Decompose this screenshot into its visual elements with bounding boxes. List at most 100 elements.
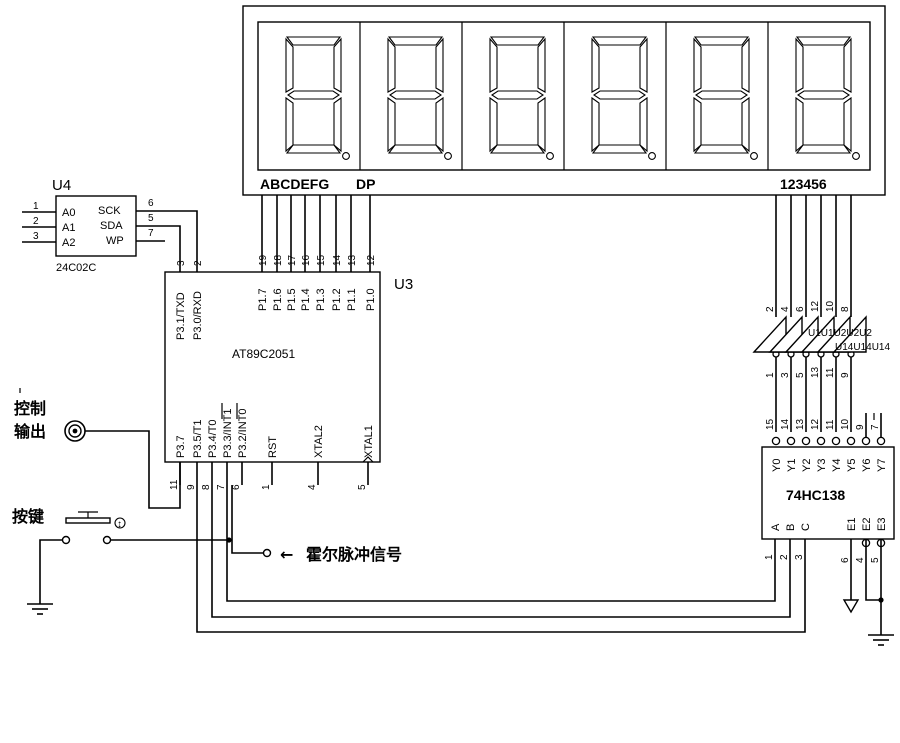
push-button: 按键 ↕ (12, 507, 232, 615)
hall-signal: ← 霍尔脉冲信号 (231, 485, 402, 564)
u3-top-pin-label: P3.0/RXD (192, 291, 204, 340)
decimal-point (852, 152, 860, 160)
inverter-input-pin: 8 (840, 306, 851, 312)
u3-top-pin-number: 17 (287, 254, 298, 266)
u3-top-pin-number: 15 (316, 254, 327, 266)
u3-bottom-pin-label: XTAL2 (313, 425, 325, 458)
u3-bottom-pin-label: P3.5/T1 (192, 419, 204, 458)
u4-pin3-num: 3 (33, 231, 39, 242)
segment-e (387, 96, 396, 153)
u3-ref: U3 (394, 276, 413, 293)
decoder-output-bubble (876, 436, 886, 446)
decoder-output-pin-number: 11 (825, 419, 836, 430)
decimal-point (750, 152, 758, 160)
decoder-output-pin-number: 9 (855, 424, 866, 430)
decimal-point (444, 152, 452, 160)
decoder-enable-pin-number: 4 (855, 557, 866, 563)
u3-bottom-pin-number: 9 (186, 484, 197, 490)
decoder-enable-pin-label: E2 (861, 518, 873, 531)
decoder-output-pin-label: Y3 (816, 459, 828, 472)
segment-d (489, 144, 546, 154)
decoder-output-bubble (771, 436, 781, 446)
segment-g (695, 90, 748, 100)
u3-top-pin-label: P1.2 (331, 288, 343, 311)
u3-bottom-pin-number: 6 (231, 484, 242, 490)
segment-b (333, 37, 342, 93)
segment-a (591, 36, 648, 46)
decoder-output-pin-label: Y0 (771, 459, 783, 472)
segment-e (489, 96, 498, 153)
decoder-enable-pin-label: E3 (876, 518, 888, 531)
decimal-point (546, 152, 554, 160)
segment-bus-wires (261, 195, 371, 272)
u3-bottom-pin-number: 1 (261, 484, 272, 490)
segment-d (387, 144, 444, 154)
segment-f (285, 37, 294, 93)
segment-a (795, 36, 852, 46)
u3-bottom-pin-label: P3.4/T0 (207, 419, 219, 458)
decoder-enable-pin-number: 5 (870, 557, 881, 563)
segment-pin-labels: ABCDEFG (260, 176, 329, 192)
segment-b (537, 37, 546, 93)
decoder-output-pin-number: 13 (795, 418, 806, 430)
u4-part: 24C02C (56, 262, 96, 274)
inverter-overlap-labels: U1U1U2U2U2 (808, 328, 872, 339)
decoder-output-pin-number: 14 (780, 418, 791, 430)
decoder-output-pin-label: Y7 (876, 459, 888, 472)
segment-g (593, 90, 646, 100)
svg-text:↕: ↕ (117, 519, 122, 530)
inverter-input-pin: 4 (780, 306, 791, 312)
u3-top-pin-number: 16 (301, 254, 312, 266)
u3-top-pin-label: P1.6 (272, 288, 284, 311)
inverter-overlap-labels-2: U14U14U14 (835, 342, 890, 353)
segment-e (591, 96, 600, 153)
control-output-label-line2: 输出 (14, 422, 46, 441)
segment-g (797, 90, 850, 100)
control-output: 控制 输出 (14, 388, 181, 509)
segment-f (387, 37, 396, 93)
segment-d (591, 144, 648, 154)
u3-bottom-pin-number: 8 (201, 484, 212, 490)
digit-6 (795, 36, 860, 160)
segment-b (639, 37, 648, 93)
u3-top-pin-number: 12 (366, 254, 377, 266)
u3-top-pin-number: 3 (176, 260, 187, 266)
decimal-point (648, 152, 656, 160)
inverter-output-pin: 5 (795, 372, 806, 378)
u4-pin7-num: 7 (148, 228, 154, 239)
segment-e (795, 96, 804, 153)
inverter-output-pin: 9 (840, 372, 851, 378)
u3-top-pin-label: P1.7 (257, 288, 269, 311)
decoder-output-pin-label: Y2 (801, 459, 813, 472)
segment-d (285, 144, 342, 154)
decoder-output-pin-number: 12 (810, 418, 821, 430)
u3-part: AT89C2051 (232, 347, 295, 361)
decoder-output-bubble (816, 436, 826, 446)
u4-sck-label: SCK (98, 205, 121, 217)
segment-e (693, 96, 702, 153)
u4-a2-label: A2 (62, 237, 75, 249)
decoder-output-pin-label: Y1 (786, 459, 798, 472)
segment-g (389, 90, 442, 100)
decoder-output-pin-number: 15 (765, 418, 776, 430)
decoder-input-pin-label: A (770, 523, 782, 531)
u3-bottom-pin-number: 5 (357, 484, 368, 490)
u4-wp-label: WP (106, 235, 124, 247)
u4-a1-label: A1 (62, 222, 75, 234)
segment-d (693, 144, 750, 154)
u4-pin5-num: 5 (148, 213, 154, 224)
decoder-input-pin-number: 3 (794, 554, 805, 560)
segment-d (795, 144, 852, 154)
u4-a0-label: A0 (62, 207, 75, 219)
inverter-input-pin: 6 (795, 306, 806, 312)
u4-pin1-num: 1 (33, 201, 39, 212)
digit-5 (693, 36, 758, 160)
inverter-output-pin: 11 (825, 367, 836, 378)
decoder-input-pin-label: B (785, 524, 797, 531)
u3-top-pin-number: 18 (273, 254, 284, 266)
segment-a (489, 36, 546, 46)
u3-bottom-pin-label: P3.7 (175, 435, 187, 458)
hall-signal-label: 霍尔脉冲信号 (306, 545, 402, 564)
decoder-enable-pin-number: 6 (840, 557, 851, 563)
decoder-output-bubble (846, 436, 856, 446)
